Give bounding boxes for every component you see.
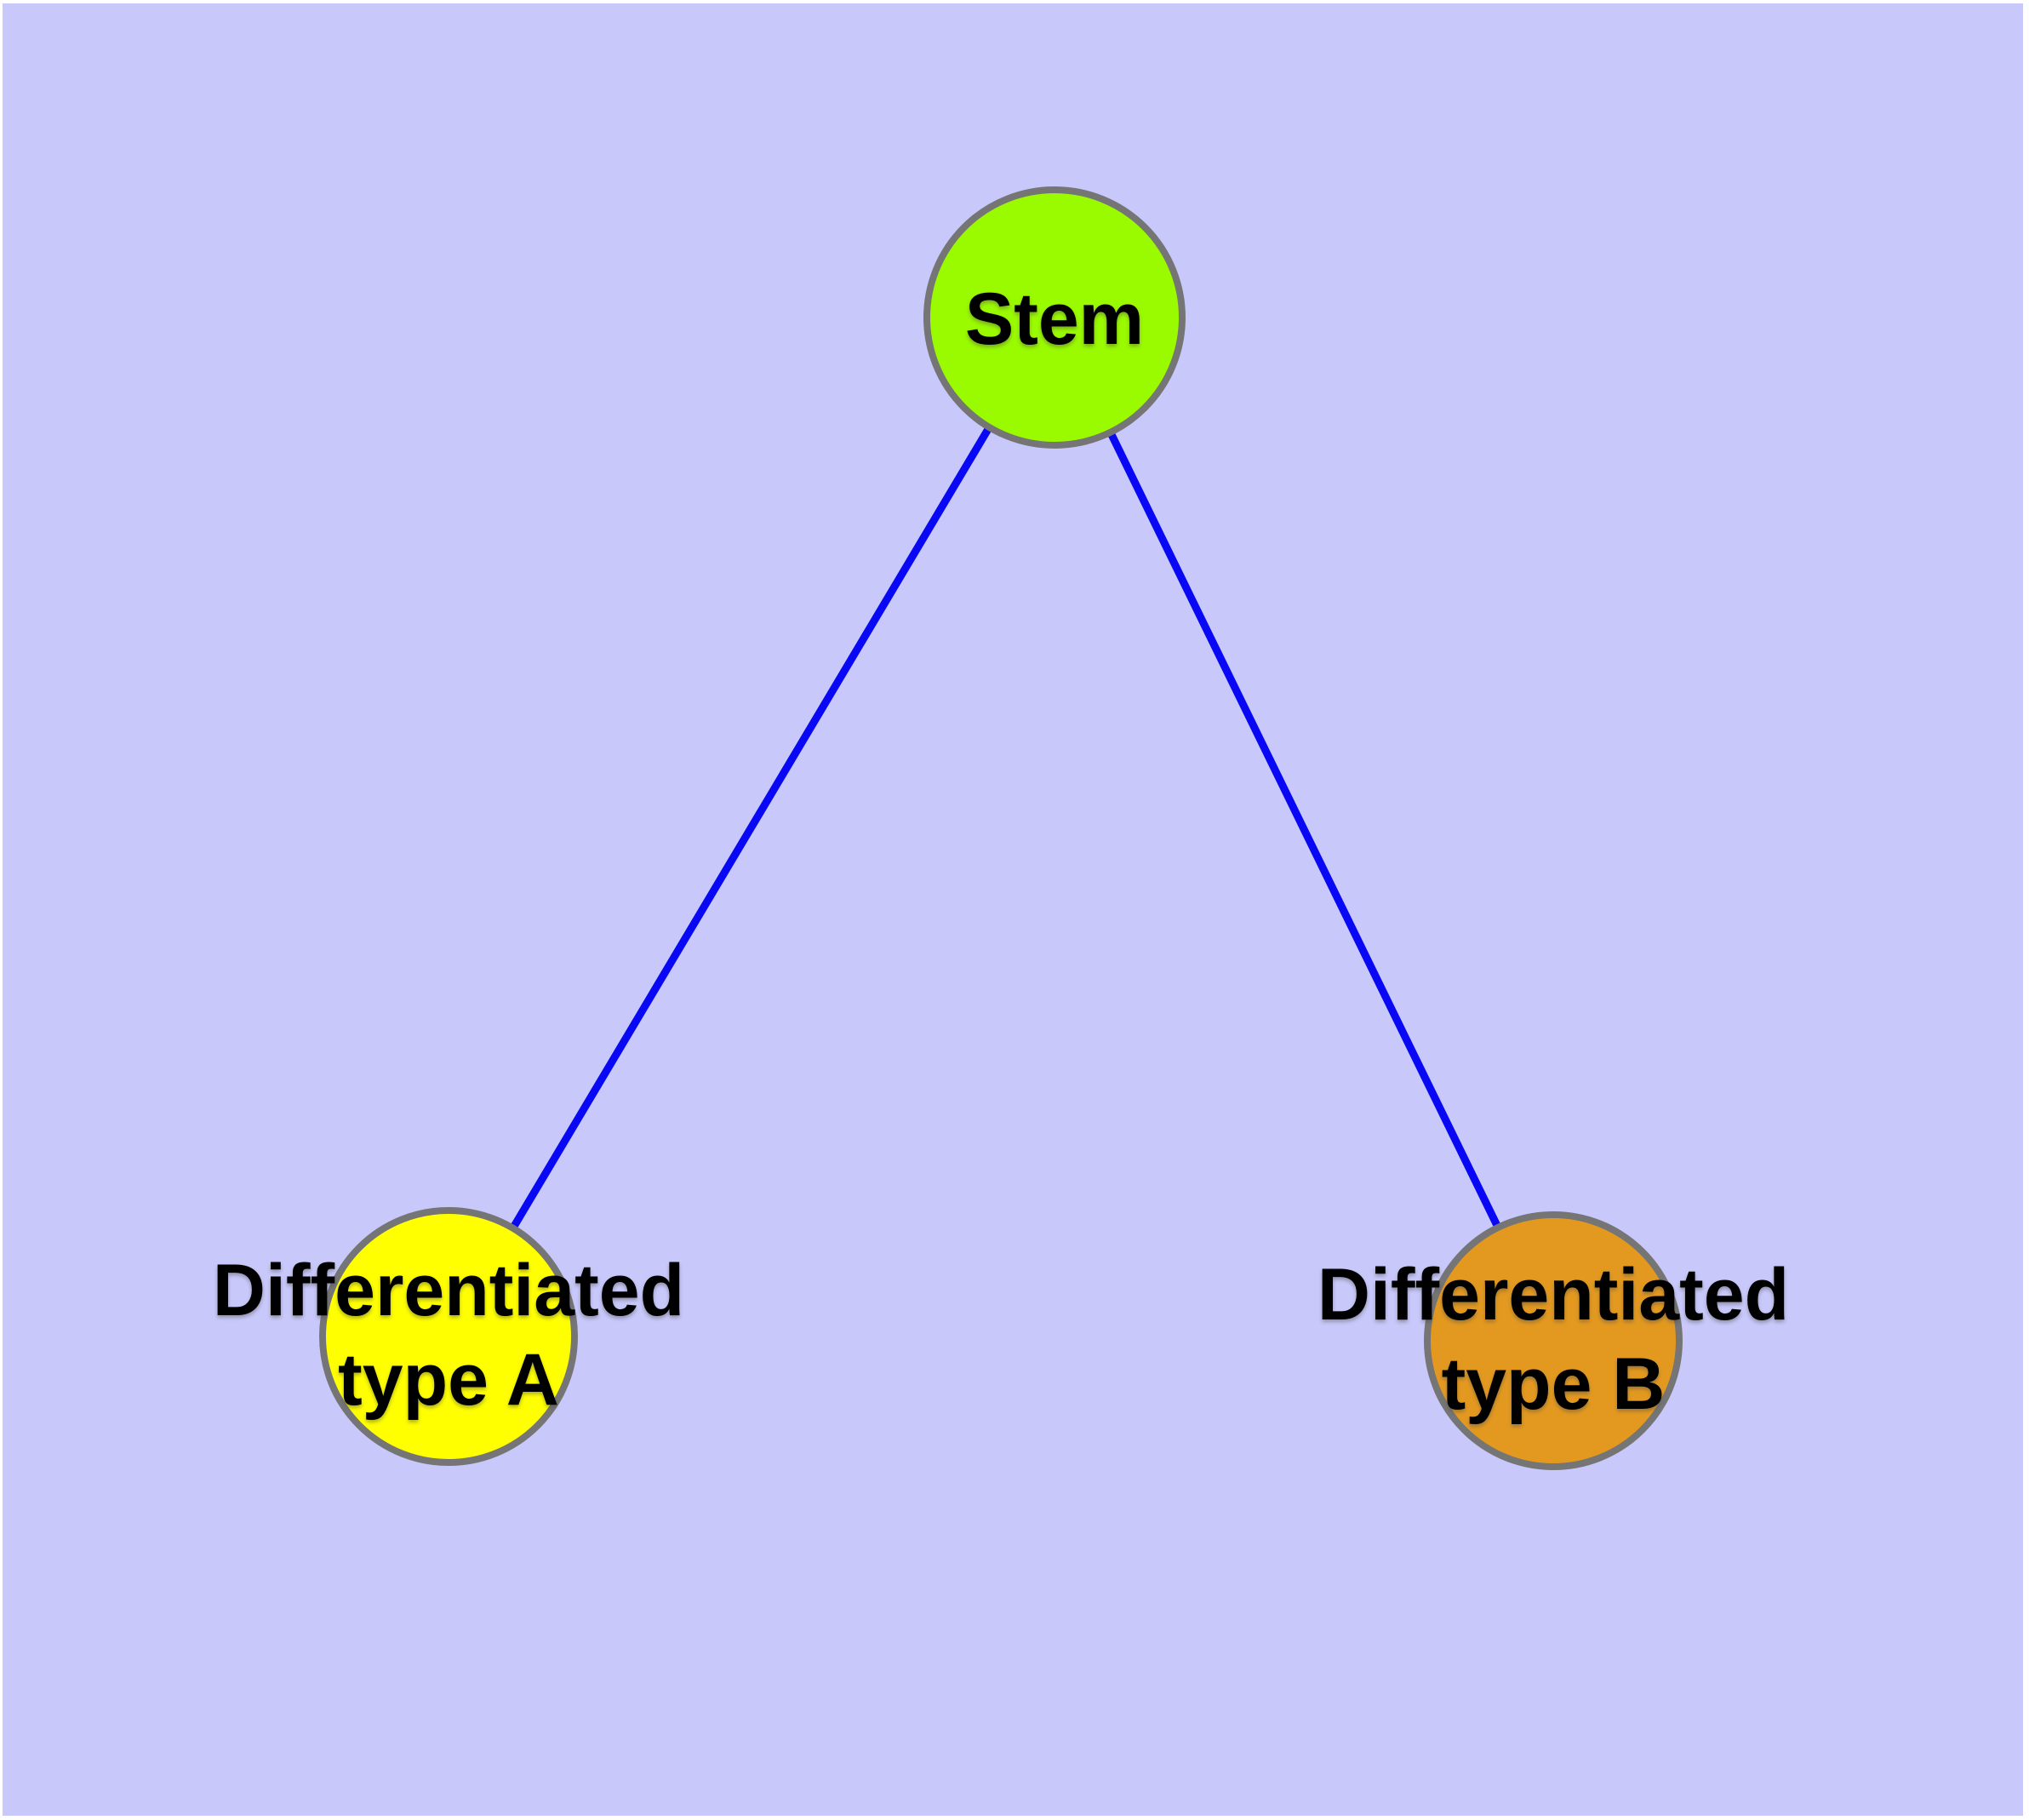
node-type-b-label-line2: type B bbox=[1442, 1343, 1666, 1425]
edge-stem-to-type-b bbox=[1050, 316, 1557, 1342]
node-type-b[interactable] bbox=[1424, 1211, 1683, 1470]
node-type-a[interactable] bbox=[319, 1207, 578, 1466]
node-stem-label: Stem bbox=[965, 278, 1144, 360]
node-stem[interactable] bbox=[923, 186, 1186, 449]
node-type-a-label-line2: type A bbox=[338, 1339, 559, 1421]
node-type-a-label-line1: Differentiated bbox=[213, 1250, 684, 1331]
edge-stem-to-type-a bbox=[445, 315, 1058, 1339]
node-type-b-label-line1: Differentiated bbox=[1317, 1254, 1789, 1336]
